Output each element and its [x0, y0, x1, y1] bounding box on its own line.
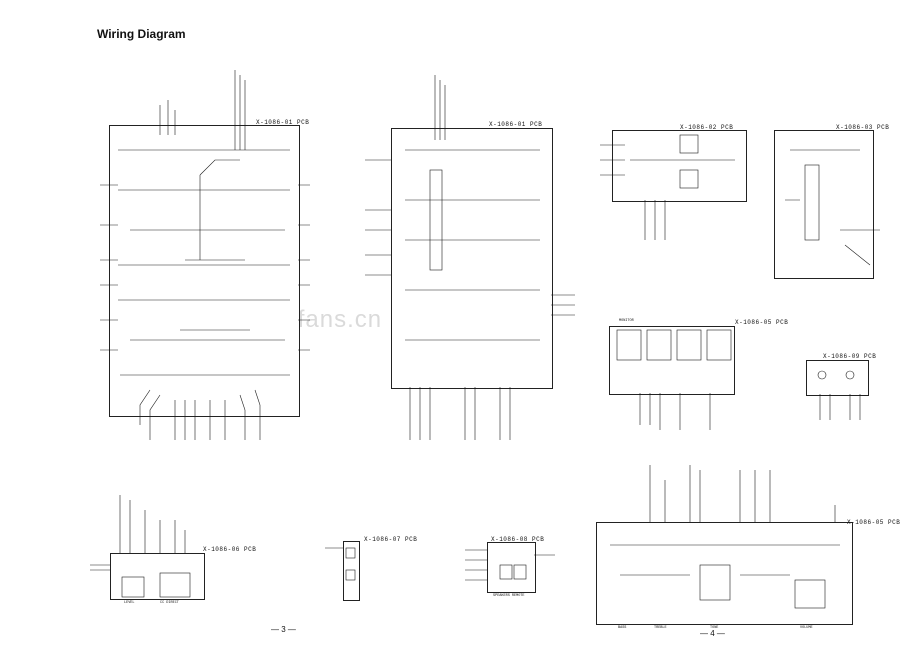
pcb-08 [487, 542, 536, 593]
pcb-06-label: X-1086-06 PCB [203, 546, 257, 553]
pcb-02 [612, 130, 747, 202]
treble-label: TREBLE [654, 626, 667, 630]
pcb-03-label: X-1086-03 PCB [836, 124, 890, 131]
pcb-01-left-label: X-1086-01 PCB [256, 119, 310, 126]
volume-label: VOLUME [800, 626, 813, 630]
pcb-05-bottom-label: X-1086-05 PCB [847, 519, 901, 526]
pcb-07-label: X-1086-07 PCB [364, 536, 418, 543]
pcb-01-mid [391, 128, 553, 389]
page-title: Wiring Diagram [97, 27, 186, 41]
pcb-02-label: X-1086-02 PCB [680, 124, 734, 131]
monitor-label: MONITOR [619, 319, 634, 323]
pcb-01-mid-label: X-1086-01 PCB [489, 121, 543, 128]
pcb-05-right [609, 326, 735, 395]
pcb-01-left [109, 125, 300, 417]
speakers-remote-label: SPEAKERS REMOTE [493, 594, 525, 598]
pcb-06 [110, 553, 205, 600]
page-number-left: — 3 — [271, 625, 296, 634]
tone-label: TONE [710, 626, 719, 630]
page-number-right: — 4 — [700, 629, 725, 638]
cc-direct-label: CC DIRECT [160, 601, 179, 605]
pcb-05-right-label: X-1086-05 PCB [735, 319, 789, 326]
pcb-07 [343, 541, 360, 601]
bass-label: BASS [618, 626, 627, 630]
pcb-08-label: X-1086-08 PCB [491, 536, 545, 543]
pcb-09-label: X-1086-09 PCB [823, 353, 877, 360]
level-label: LEVEL [124, 601, 135, 605]
pcb-03 [774, 130, 874, 279]
pcb-09 [806, 360, 869, 396]
